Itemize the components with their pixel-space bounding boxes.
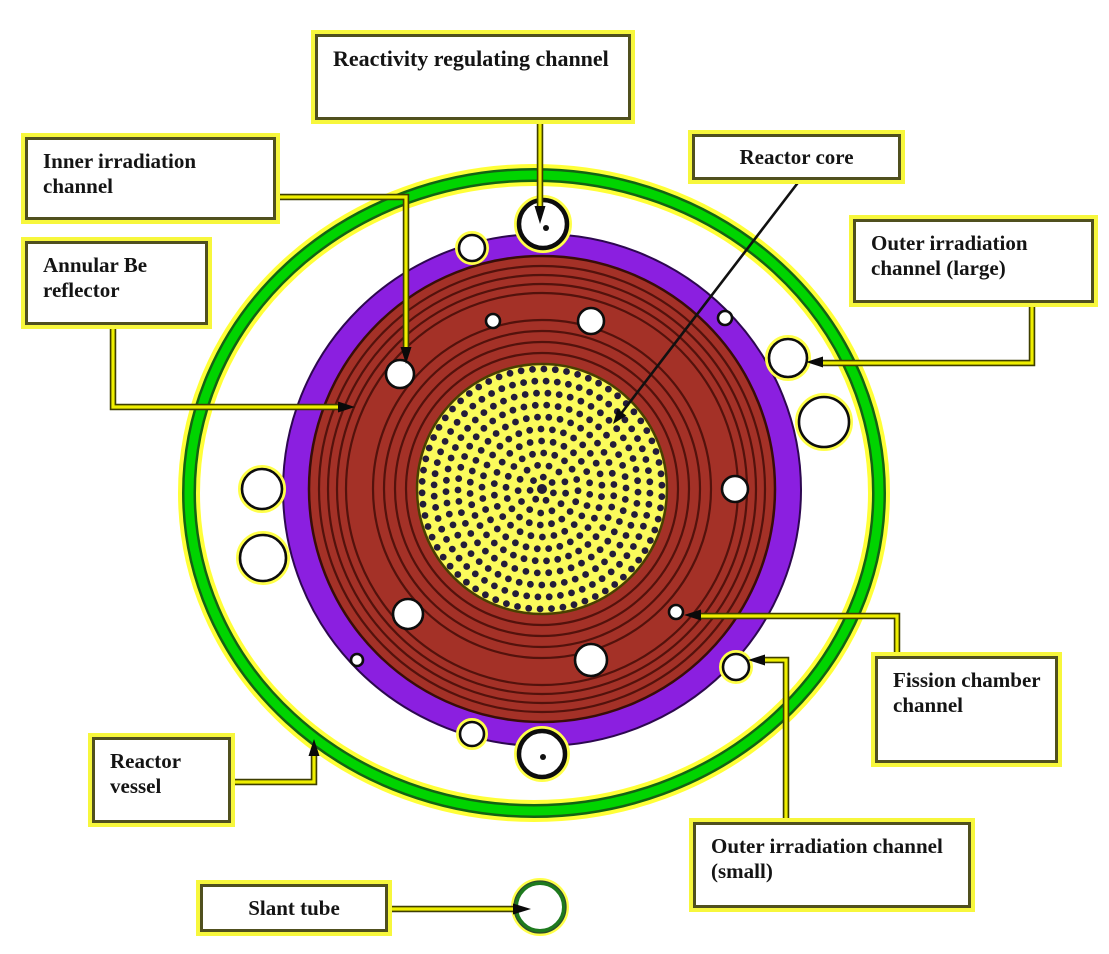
- label-text: Inner irradiation channel: [43, 149, 197, 198]
- fission-chamber-channel-circle: [667, 603, 685, 621]
- outer-irradiation-channel-large-circle: [765, 335, 811, 381]
- label-annular-be-reflector: Annular Be reflector: [25, 241, 208, 325]
- leader-inner-irradiation: [275, 193, 412, 364]
- leader-reactor-core: [613, 179, 802, 424]
- inner-channel-top-small: [484, 312, 502, 330]
- core-region-rings: [317, 264, 767, 714]
- channel-bottom-large: [514, 726, 570, 782]
- channel-outer-right-large: [795, 393, 853, 451]
- label-reactivity-regulating-channel: Reactivity regulating channel: [315, 34, 631, 120]
- label-text: Annular Be reflector: [43, 253, 148, 302]
- label-reactor-core: Reactor core: [692, 134, 901, 180]
- reactor-vessel-ring: [178, 164, 890, 822]
- label-outer-irradiation-channel-small: Outer irradiation channel (small): [693, 822, 971, 908]
- inner-irradiation-channel-circle: [384, 358, 416, 390]
- label-reactor-vessel: Reactor vessel: [92, 737, 231, 823]
- slant-tube-circle: [511, 878, 569, 936]
- fuel-pin-lattice: [418, 365, 666, 613]
- channel-bottom-left: [456, 718, 488, 750]
- inner-channel-bottom: [573, 642, 609, 678]
- inner-channel-bottom-left: [391, 597, 425, 631]
- label-text: Outer irradiation channel (small): [711, 834, 943, 883]
- label-text: Fission chamber channel: [893, 668, 1041, 717]
- inner-channel-bottom-left-small: [349, 652, 365, 668]
- leader-reactor-vessel: [230, 739, 320, 786]
- leader-slant-tube: [387, 903, 531, 915]
- label-fission-chamber-channel: Fission chamber channel: [875, 656, 1058, 763]
- leader-lines: [109, 118, 1036, 915]
- channel-small-top-left: [455, 231, 489, 265]
- leader-fission-chamber: [684, 609, 901, 657]
- channel-outer-left-upper: [238, 465, 286, 513]
- label-text: Slant tube: [248, 895, 340, 920]
- leader-outer-irradiation-large: [806, 303, 1036, 368]
- channel-circles: [236, 195, 853, 936]
- reactor-core-disc: [415, 362, 669, 616]
- inner-channel-top: [576, 306, 606, 336]
- leader-annular-be-reflector: [109, 325, 355, 413]
- inner-channel-top-right-small: [716, 309, 734, 327]
- label-text: Reactor vessel: [110, 749, 181, 798]
- label-slant-tube: Slant tube: [200, 884, 388, 932]
- channel-outer-left-lower: [236, 531, 290, 585]
- leader-outer-irradiation-small: [748, 654, 790, 823]
- label-inner-irradiation-channel: Inner irradiation channel: [25, 137, 276, 220]
- label-text: Reactivity regulating channel: [333, 46, 609, 71]
- label-text: Reactor core: [739, 144, 854, 169]
- label-outer-irradiation-channel-large: Outer irradiation channel (large): [853, 219, 1094, 303]
- label-text: Outer irradiation channel (large): [871, 231, 1028, 280]
- inner-channel-right: [720, 474, 750, 504]
- outer-irradiation-channel-small-circle: [719, 650, 753, 684]
- leader-reactivity-regulating: [534, 118, 546, 224]
